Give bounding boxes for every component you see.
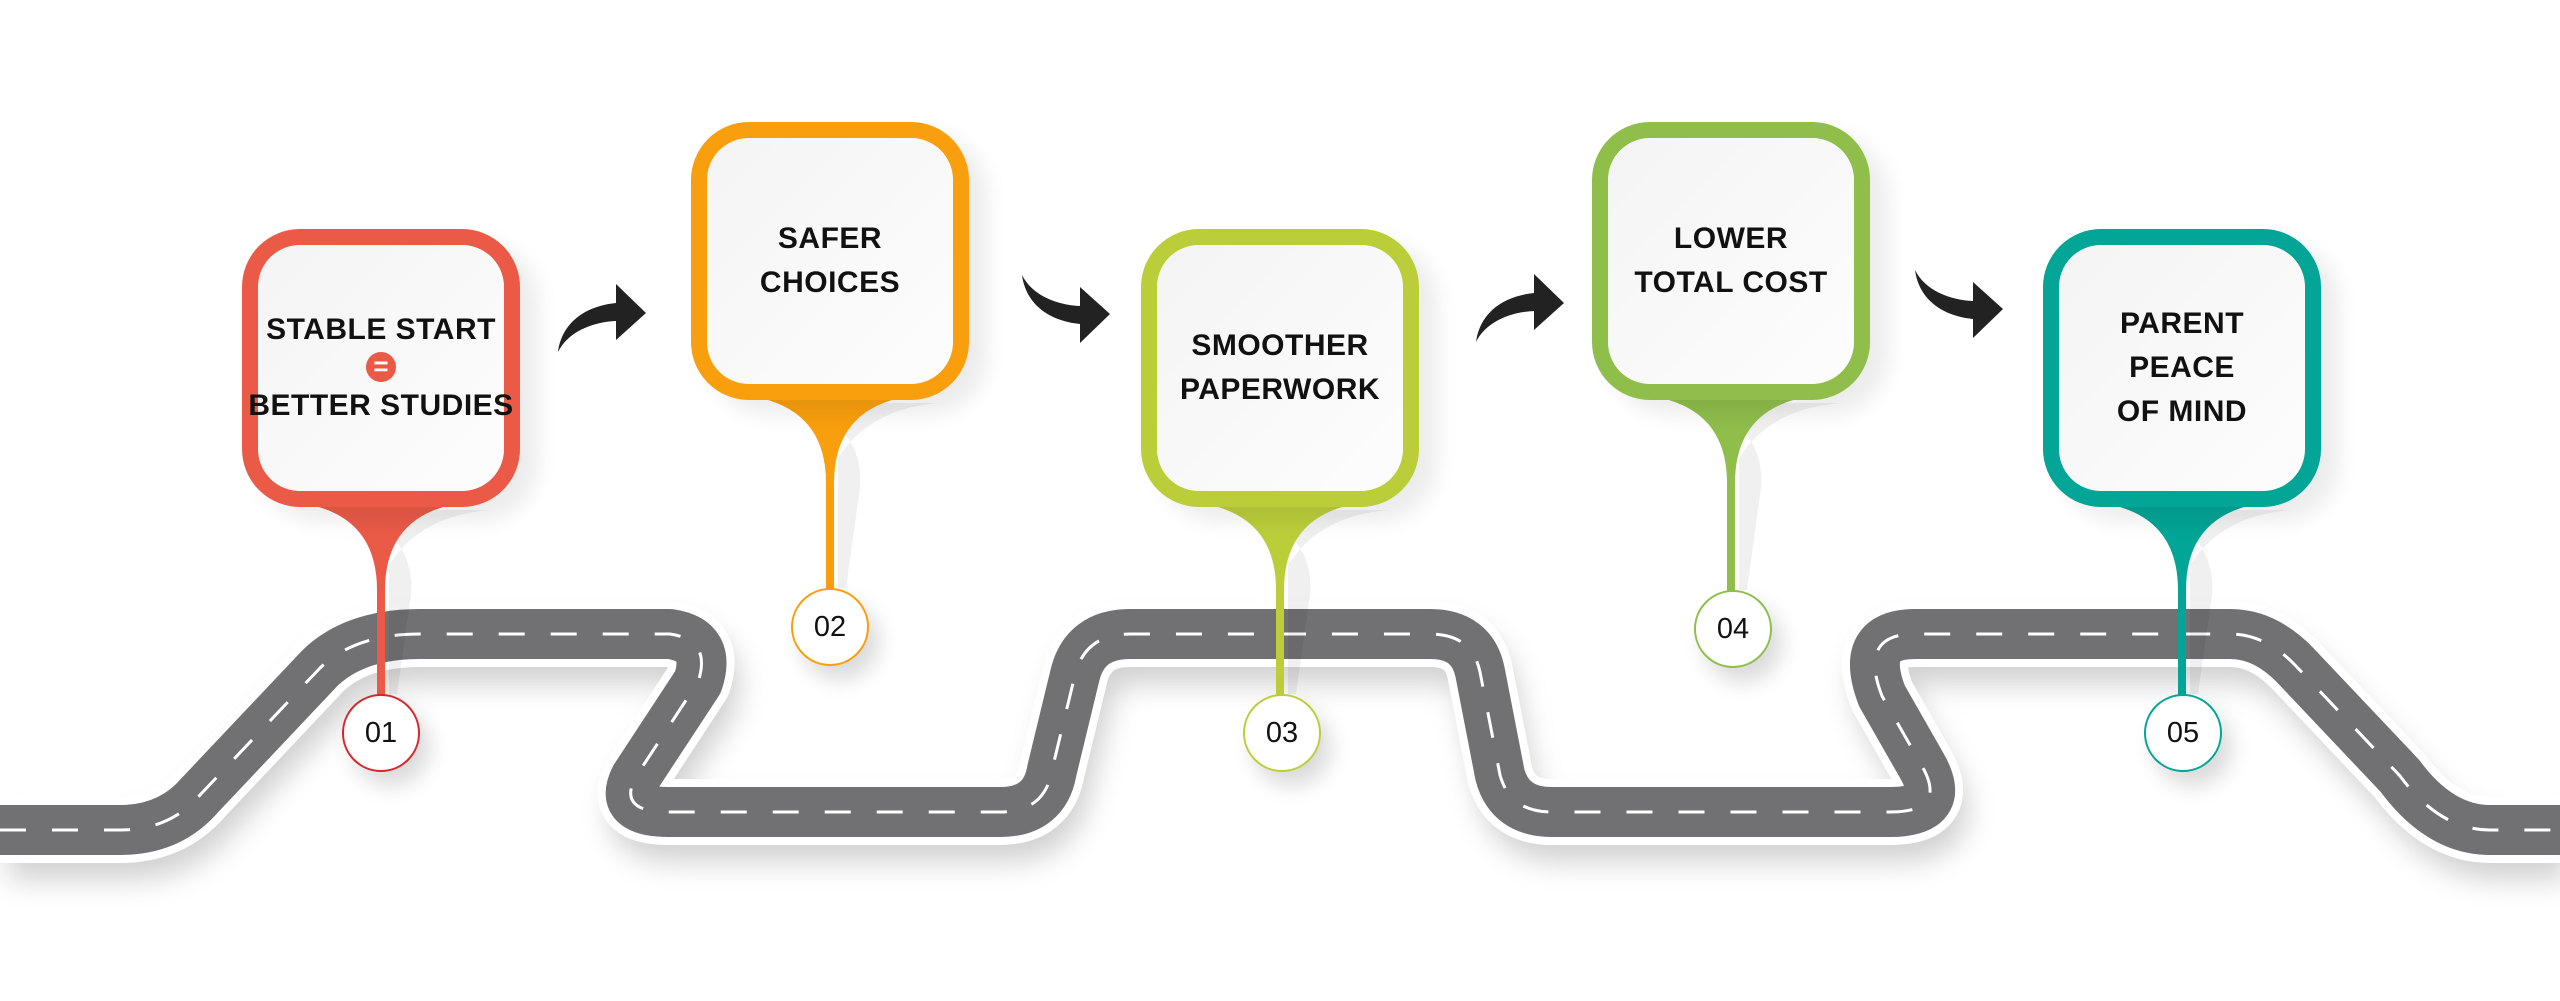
- pin-stems: [301, 396, 2292, 696]
- curved-arrow-icon-4: [1915, 270, 2003, 338]
- step-1-line-1: STABLE START: [266, 313, 496, 346]
- step-card-3: SMOOTHER PAPERWORK: [1141, 229, 1419, 507]
- curved-arrow-icon-3: [1476, 274, 1564, 342]
- step-5-line-2: PEACE: [2129, 351, 2235, 384]
- curved-arrow-icon-1: [558, 284, 646, 352]
- step-number-4: 04: [1694, 590, 1772, 668]
- pin-stem-4: [1651, 396, 1811, 592]
- step-card-2: SAFER CHOICES: [691, 122, 969, 400]
- step-3-line-1: SMOOTHER: [1191, 329, 1369, 362]
- arrows: [558, 270, 2003, 352]
- step-2-line-2: CHOICES: [759, 266, 901, 299]
- step-5-line-3: OF MIND: [2116, 395, 2248, 428]
- step-card-1: STABLE START = BETTER STUDIES: [242, 229, 520, 507]
- step-number-3: 03: [1243, 694, 1321, 772]
- step-5-line-1: PARENT: [2119, 307, 2245, 340]
- step-2-line-1: SAFER: [777, 222, 883, 255]
- winding-road: [0, 601, 2560, 880]
- pin-stem-3: [1200, 503, 1360, 696]
- step-1-line-2: BETTER STUDIES: [248, 389, 514, 422]
- pin-stem-1: [301, 503, 461, 696]
- step-card-5: PARENT PEACE OF MIND: [2043, 229, 2321, 507]
- equals-icon: =: [366, 352, 396, 382]
- pin-stem-5: [2102, 503, 2262, 696]
- step-4-line-2: TOTAL COST: [1634, 266, 1828, 299]
- stem-shadow-4: [1691, 403, 1841, 590]
- step-number-5: 05: [2144, 694, 2222, 772]
- step-4-line-1: LOWER: [1673, 222, 1789, 255]
- step-number-1: 01: [342, 694, 420, 772]
- step-card-4: LOWER TOTAL COST: [1592, 122, 1870, 400]
- step-number-2: 02: [791, 588, 869, 666]
- pin-stem-2: [750, 396, 910, 590]
- curved-arrow-icon-2: [1022, 275, 1110, 343]
- step-3-line-2: PAPERWORK: [1179, 373, 1381, 406]
